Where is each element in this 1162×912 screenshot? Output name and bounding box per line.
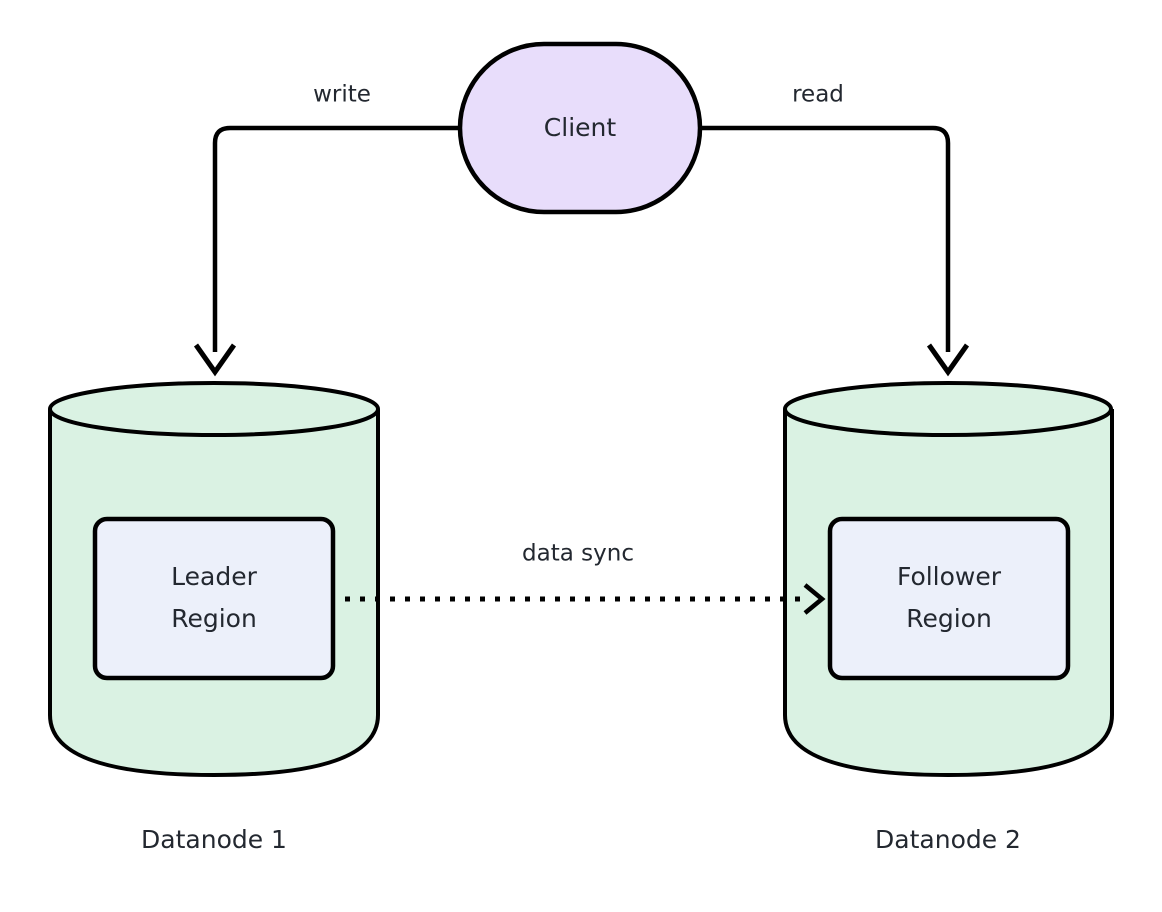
client-label: Client bbox=[544, 113, 617, 142]
datanode1-cylinder-outline bbox=[48, 409, 380, 777]
follower-region-label-line2: Region bbox=[906, 604, 992, 633]
edge-data-sync: data sync bbox=[345, 541, 826, 615]
data-sync-arrowhead-icon bbox=[803, 583, 826, 615]
read-arrowhead-icon bbox=[926, 343, 970, 377]
read-edge-line bbox=[700, 125, 951, 352]
edge-read: read bbox=[700, 82, 970, 377]
node-datanode-1[interactable]: Leader Region Datanode 1 bbox=[48, 381, 380, 854]
leader-region-label-line2: Region bbox=[171, 604, 257, 633]
data-sync-edge-label: data sync bbox=[522, 541, 634, 567]
leader-region-shape[interactable] bbox=[92, 516, 336, 681]
write-arrowhead-icon bbox=[193, 343, 237, 377]
follower-region-shape[interactable] bbox=[827, 516, 1071, 681]
node-leader-region[interactable]: Leader Region bbox=[92, 516, 336, 681]
client-shape[interactable] bbox=[457, 41, 703, 215]
node-client[interactable]: Client bbox=[457, 41, 703, 215]
write-edge-label: write bbox=[313, 82, 371, 108]
datanode1-cylinder-top-fill bbox=[50, 383, 378, 435]
datanode2-cylinder-top-rim bbox=[783, 381, 1113, 437]
edge-write: write bbox=[193, 82, 460, 377]
datanode2-cylinder-top-fill bbox=[785, 383, 1111, 435]
read-edge-label: read bbox=[792, 82, 844, 108]
follower-region-label-line1: Follower bbox=[897, 562, 1002, 591]
node-datanode-2[interactable]: Follower Region Datanode 2 bbox=[783, 381, 1114, 854]
node-follower-region[interactable]: Follower Region bbox=[827, 516, 1071, 681]
datanode1-caption: Datanode 1 bbox=[141, 825, 287, 854]
datanode1-cylinder-top-rim bbox=[48, 381, 380, 437]
datanode2-caption: Datanode 2 bbox=[875, 825, 1021, 854]
write-edge-line bbox=[212, 125, 460, 352]
datanode2-cylinder-outline bbox=[783, 409, 1114, 777]
leader-region-label-line1: Leader bbox=[171, 562, 257, 591]
